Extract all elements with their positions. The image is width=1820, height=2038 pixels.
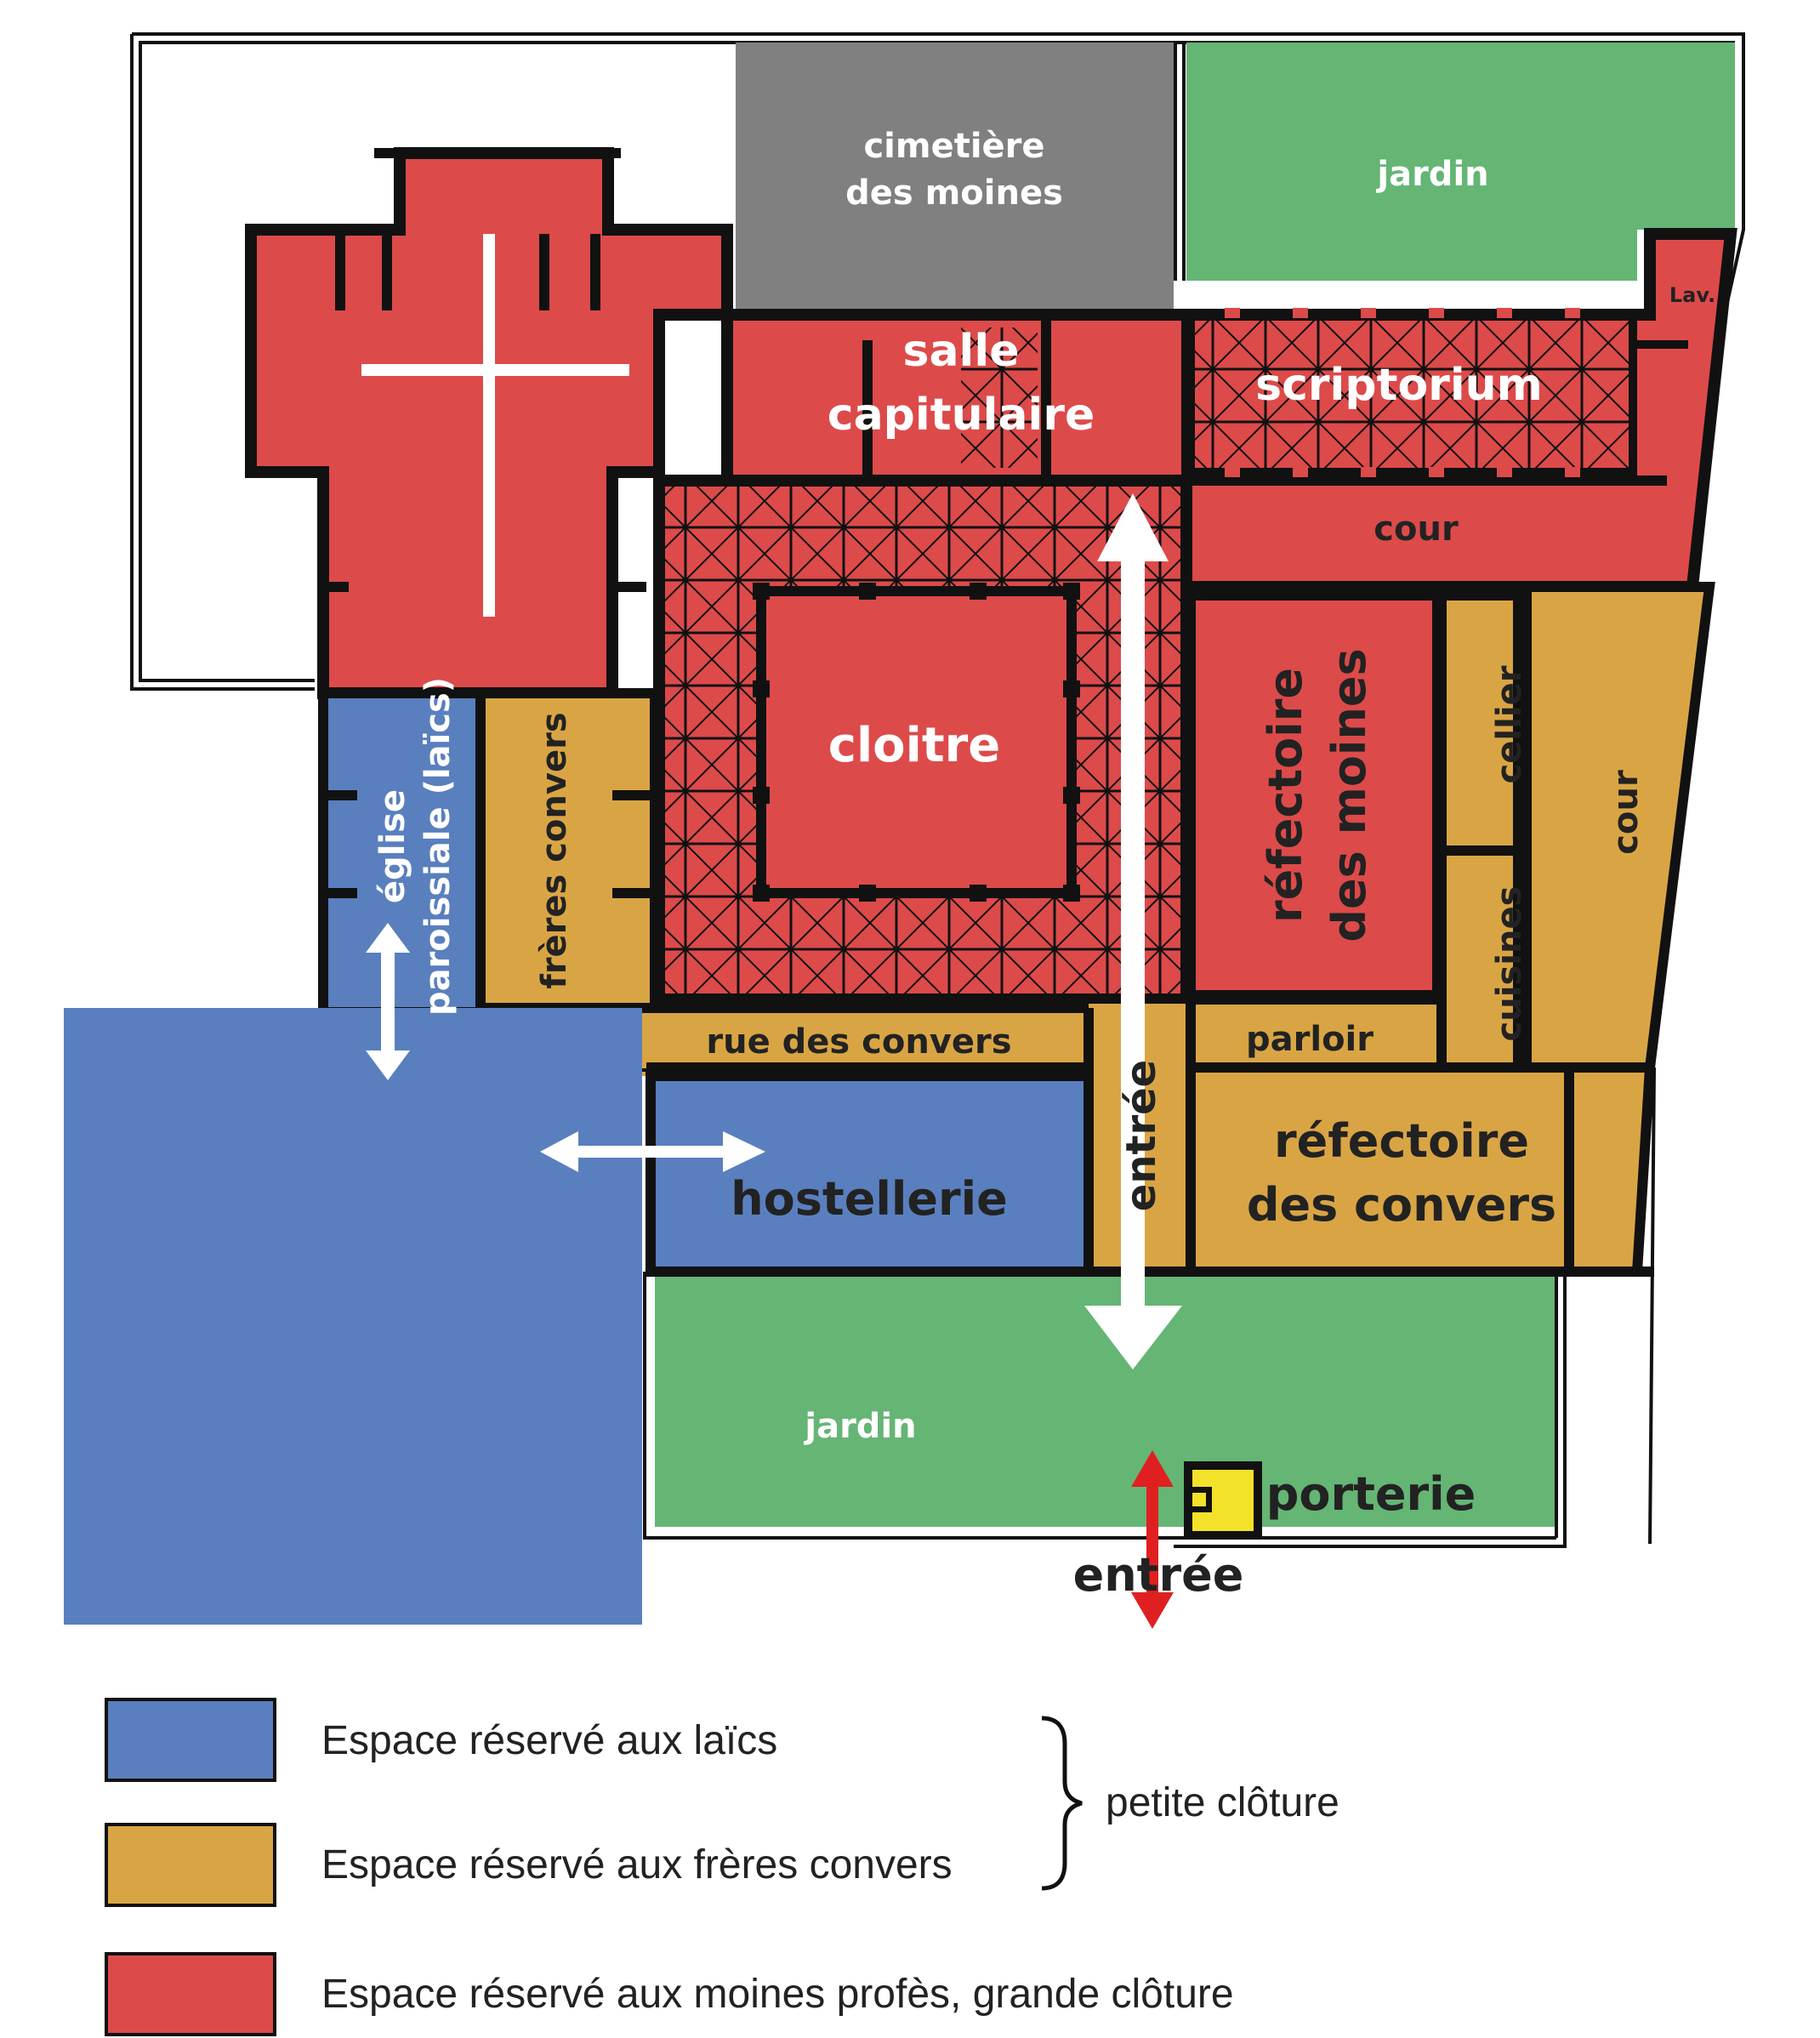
label-entree-vertical: entrée	[1118, 1060, 1165, 1211]
legend-swatch-moines	[105, 1952, 276, 2036]
label-freres-convers: frères convers	[535, 712, 574, 988]
legend-label-laics: Espace réservé aux laïcs	[321, 1718, 777, 1763]
church-access-arrow	[366, 923, 410, 1080]
freres-convers-area	[475, 688, 660, 1017]
refectoire-convers-area	[1186, 1062, 1574, 1277]
label-entree-south: entrée	[1073, 1548, 1244, 1602]
scriptorium-vaults	[1191, 315, 1633, 472]
eglise-paroissiale-area	[318, 688, 486, 1017]
label-cimetiere-2: des moines	[845, 174, 1063, 213]
label-cuisines: cuisines	[1490, 886, 1529, 1042]
label-cloitre: cloitre	[828, 718, 1000, 773]
laics-outer-area	[64, 1008, 642, 1625]
label-refectoire-convers-2: des convers	[1247, 1178, 1556, 1232]
label-porterie: porterie	[1266, 1467, 1476, 1521]
label-jardin-south: jardin	[803, 1407, 916, 1446]
north-south-arrow	[1084, 493, 1182, 1369]
label-lav: Lav.	[1669, 283, 1715, 307]
legend-label-moines: Espace réservé aux moines profès, grande…	[321, 1972, 1234, 2017]
legend-swatch-laics	[105, 1698, 276, 1782]
label-rue-des-convers: rue des convers	[706, 1022, 1011, 1062]
hostellerie-area	[646, 1071, 1094, 1277]
label-refectoire-convers-1: réfectoire	[1274, 1114, 1529, 1168]
label-eglise-1: église	[373, 789, 412, 903]
label-refectoire-moines-1: réfectoire	[1259, 668, 1312, 923]
hostellerie-access-arrow	[540, 1131, 765, 1172]
cloister-garth	[756, 586, 1077, 898]
label-jardin-north: jardin	[1375, 155, 1488, 194]
legend-brace	[1041, 1716, 1083, 1891]
legend	[105, 1698, 1083, 2036]
legend-swatch-convers	[105, 1823, 276, 1907]
label-eglise-2: paroissiale (laïcs)	[418, 677, 458, 1016]
legend-label-convers: Espace réservé aux frères convers	[321, 1842, 953, 1887]
label-hostellerie: hostellerie	[731, 1172, 1008, 1226]
entree-arrow	[1131, 1450, 1174, 1629]
label-cour-east: cour	[1607, 770, 1646, 855]
cimetiere-area	[736, 43, 1174, 315]
cross-symbol	[361, 234, 629, 617]
label-scriptorium: scriptorium	[1255, 360, 1543, 411]
label-parloir: parloir	[1246, 1020, 1374, 1059]
legend-brace-label: petite clôture	[1106, 1780, 1339, 1825]
label-cellier: cellier	[1490, 665, 1529, 783]
label-cour-north: cour	[1374, 510, 1459, 549]
label-refectoire-moines-2: des moines	[1322, 648, 1376, 942]
label-cimetiere-1: cimetière	[863, 127, 1044, 166]
refectoire-moines-area	[1186, 590, 1442, 1000]
label-salle-2: capitulaire	[828, 390, 1095, 441]
jardin-north-area	[1186, 43, 1735, 281]
label-salle-1: salle	[903, 326, 1020, 377]
